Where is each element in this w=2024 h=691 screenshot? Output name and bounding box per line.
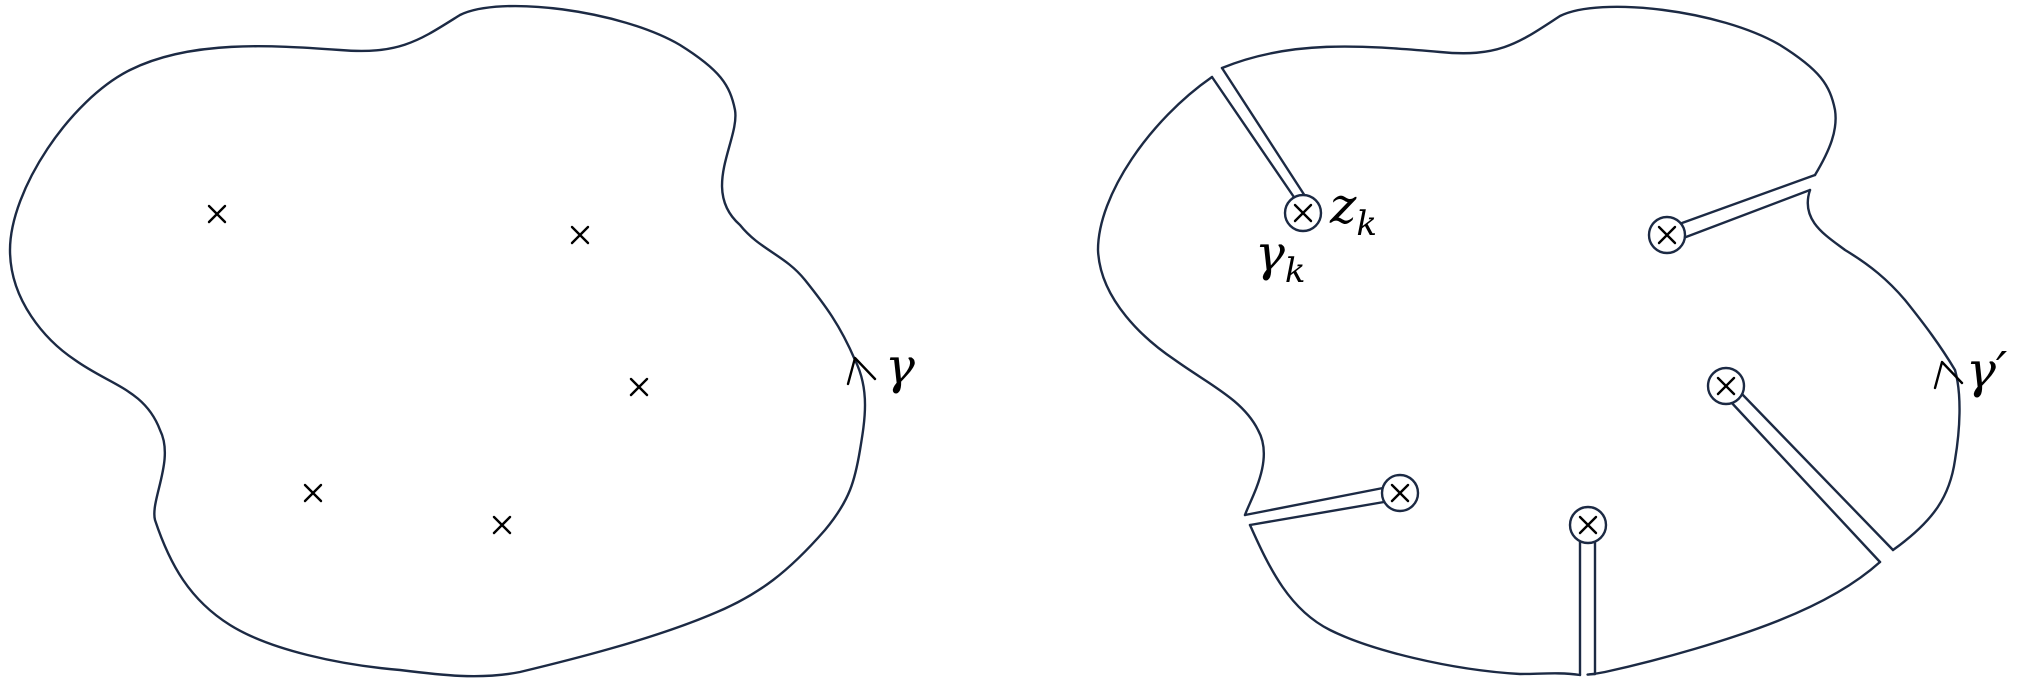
right-panel: zk γk γ′ [1096,5,2008,677]
contour-prime-label: γ′ [1966,341,2008,399]
point-label-zk: zk [1329,177,1377,244]
cut-slit [1210,66,1307,205]
contour-gamma-prime [1220,5,1837,177]
cut-slit [1680,173,1817,239]
contour-gamma [8,4,867,678]
pole-circle [1647,215,1687,255]
pole-mark [629,377,649,397]
left-panel: γ [8,4,915,678]
cut-slit [1578,539,1597,677]
cut-slit [1243,486,1386,527]
circle-label-gamma-k: γk [1255,224,1306,291]
orientation-arrow [1933,360,1964,390]
pole-mark [570,225,590,245]
pole-circle [1380,473,1420,513]
pole-circle [1706,366,1746,406]
pole-circle [1283,193,1323,233]
orientation-arrow [846,356,877,386]
pole-circle [1568,505,1608,545]
pole-mark [303,483,323,503]
contour-label: γ [885,337,915,395]
pole-mark [492,515,512,535]
pole-mark [207,204,227,224]
cut-slit [1728,391,1895,564]
